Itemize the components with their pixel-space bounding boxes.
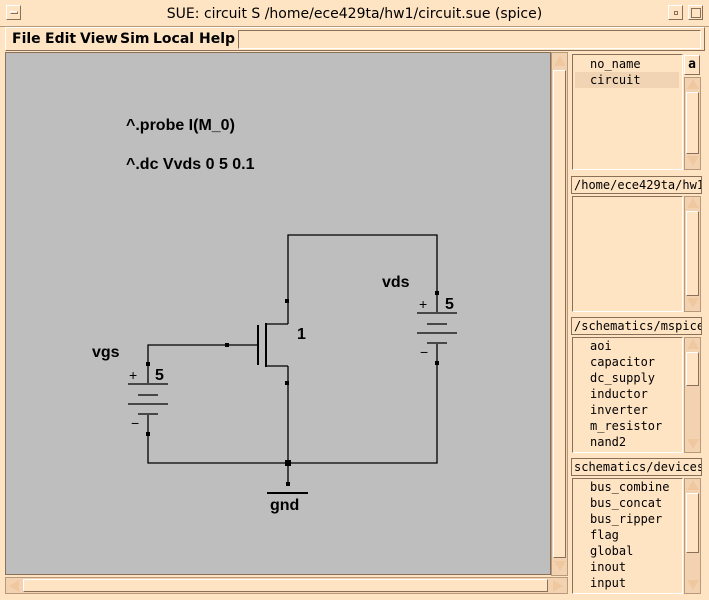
dc-directive[interactable]: ^.dc Vvds 0 5 0.1 — [126, 156, 255, 173]
list-item[interactable]: nand2 — [590, 435, 627, 449]
mspice-header[interactable]: /schematics/mspice — [571, 317, 702, 335]
maximize-button[interactable] — [688, 5, 703, 20]
canvas-horizontal-scrollbar[interactable] — [5, 577, 568, 594]
canvas-horizontal-thumb[interactable] — [23, 579, 548, 592]
connection-nodes — [146, 291, 439, 486]
list-item[interactable]: m_resistor — [590, 419, 663, 433]
vds-plus: + — [419, 296, 427, 312]
wire-ground-rail[interactable] — [147, 365, 438, 464]
minimize-button[interactable] — [668, 5, 683, 20]
side-toggle-button[interactable]: a — [684, 55, 700, 75]
mspice-list-scrollbar[interactable] — [684, 337, 701, 453]
vds-label: vds — [382, 274, 410, 291]
schematic-canvas[interactable]: ^.probe I(M_0) ^.dc Vvds 0 5 0.1 — [5, 52, 551, 575]
list-item[interactable]: bus_combine — [590, 480, 670, 494]
scroll-left-arrow-icon[interactable] — [8, 580, 20, 592]
scroll-right-arrow-icon[interactable] — [552, 580, 564, 592]
wire-drain[interactable] — [287, 234, 438, 300]
module-list-scrollbar[interactable] — [684, 77, 701, 170]
list-item[interactable]: flag — [590, 528, 619, 542]
menu-bar: File Edit View Sim Local Help — [5, 27, 705, 51]
mspice-list[interactable]: aoi capacitor dc_supply inductor inverte… — [572, 337, 683, 453]
directory-list-scrollbar[interactable] — [684, 196, 701, 312]
window-title: SUE: circuit S /home/ece429ta/hw1/circui… — [166, 6, 543, 22]
list-item[interactable]: aoi — [590, 339, 612, 353]
message-field[interactable] — [238, 30, 701, 49]
menu-sim[interactable]: Sim — [120, 31, 150, 47]
list-item-selected[interactable]: circuit — [575, 72, 679, 88]
probe-directive[interactable]: ^.probe I(M_0) — [126, 117, 235, 134]
wires — [147, 234, 438, 483]
mosfet-symbol[interactable] — [227, 302, 289, 383]
directory-header[interactable]: /home/ece429ta/hw1 — [571, 176, 702, 194]
list-item[interactable]: bus_ripper — [590, 512, 663, 526]
list-item[interactable]: capacitor — [590, 355, 656, 369]
menu-local[interactable]: Local — [153, 31, 195, 47]
module-list[interactable]: no_name circuit — [572, 54, 683, 170]
directory-list[interactable] — [572, 196, 683, 312]
list-item[interactable]: inout — [590, 560, 627, 574]
vgs-minus: − — [131, 415, 139, 431]
list-item[interactable]: bus_concat — [590, 496, 663, 510]
devices-list[interactable]: bus_combine bus_concat bus_ripper flag g… — [572, 478, 683, 594]
maximize-icon — [691, 8, 701, 18]
window-menu-icon — [10, 11, 18, 14]
devices-list-scrollbar[interactable] — [684, 478, 701, 594]
vgs-label: vgs — [92, 344, 120, 361]
menu-help[interactable]: Help — [199, 31, 236, 47]
window-menu-button[interactable] — [6, 5, 21, 20]
menu-file[interactable]: File — [12, 31, 41, 47]
vgs-source-symbol[interactable] — [128, 365, 168, 435]
scroll-thumb[interactable] — [686, 493, 699, 553]
mosfet-size-label: 1 — [297, 326, 306, 343]
list-item[interactable]: inductor — [590, 387, 648, 401]
vds-minus: − — [420, 344, 428, 360]
scroll-thumb[interactable] — [686, 352, 699, 386]
scroll-down-arrow-icon[interactable] — [554, 560, 566, 572]
vds-value: 5 — [445, 296, 454, 313]
wire-gate[interactable] — [147, 344, 227, 365]
scroll-up-arrow-icon[interactable] — [554, 55, 566, 67]
canvas-vertical-thumb[interactable] — [553, 70, 566, 558]
scroll-thumb[interactable] — [686, 92, 699, 154]
gnd-label: gnd — [270, 497, 299, 514]
list-item[interactable]: dc_supply — [590, 371, 656, 385]
menu-view[interactable]: View — [80, 31, 118, 47]
menu-edit[interactable]: Edit — [45, 31, 77, 47]
list-item[interactable]: input — [590, 576, 627, 590]
list-item[interactable]: global — [590, 544, 634, 558]
scroll-thumb[interactable] — [686, 211, 699, 296]
canvas-vertical-scrollbar[interactable] — [551, 52, 568, 576]
vds-source-symbol[interactable] — [417, 293, 457, 363]
title-bar: SUE: circuit S /home/ece429ta/hw1/circui… — [0, 0, 709, 27]
vgs-plus: + — [129, 367, 137, 383]
vgs-value: 5 — [155, 367, 164, 384]
list-item[interactable]: no_name — [590, 57, 641, 71]
list-item[interactable]: inverter — [590, 403, 648, 417]
minimize-icon — [674, 11, 678, 15]
schematic-drawing: ^.probe I(M_0) ^.dc Vvds 0 5 0.1 — [92, 117, 457, 514]
devices-header[interactable]: schematics/devices — [571, 458, 702, 476]
